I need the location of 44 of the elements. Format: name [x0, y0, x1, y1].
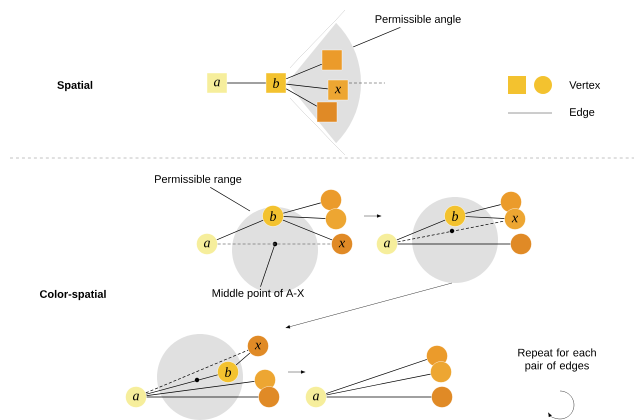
- annotation-label: Permissible angle: [376, 14, 461, 26]
- edge-line: [146, 350, 248, 394]
- edge-line: [286, 64, 322, 80]
- edge-line: [216, 220, 264, 240]
- vertex-circle: [510, 233, 532, 255]
- edge-line: [236, 352, 250, 366]
- vertex-circle: [430, 361, 452, 383]
- edge-line: [396, 220, 446, 240]
- edge-line: [326, 374, 431, 396]
- vertex-circle: [320, 189, 342, 211]
- edge-line: [260, 246, 275, 288]
- section-label: Color-spatial: [40, 290, 106, 300]
- vertex-circle: [500, 191, 522, 213]
- edge-line: [226, 82, 266, 84]
- vertex-circle: [431, 386, 453, 408]
- edge-line: [146, 381, 255, 396]
- note: Repeat for each pair of edges: [518, 348, 596, 372]
- vertex-circle: [325, 208, 347, 230]
- vertex-circle: [254, 369, 276, 391]
- legend-label: Vertex: [569, 81, 600, 89]
- edge-line: [397, 220, 505, 242]
- edge-line: [465, 204, 501, 214]
- leader-line: [210, 186, 250, 212]
- edge-line: [282, 220, 332, 240]
- vertex-square: [316, 102, 338, 122]
- vertex-circle: [258, 386, 280, 408]
- vertex-square: a: [206, 72, 228, 94]
- edge-line: [326, 359, 428, 394]
- vertex-square: b: [266, 72, 286, 94]
- edge-line: [326, 396, 432, 398]
- edge-line: [282, 202, 322, 214]
- vertex-square: [322, 50, 342, 70]
- annotation-label: Middle point of A-X: [212, 288, 304, 300]
- edge-line: [283, 216, 326, 219]
- edge-line: [146, 374, 218, 395]
- legend-label: Edge: [570, 108, 594, 118]
- annotation-label: Permissible range: [155, 174, 242, 186]
- edge-line: [352, 26, 401, 48]
- edge-line: [286, 88, 318, 107]
- edge-line: [465, 216, 505, 219]
- section-label: Spatial: [57, 80, 92, 92]
- vertex-square: x: [328, 80, 348, 100]
- edge-line: [286, 84, 328, 90]
- edge-line: [146, 396, 259, 398]
